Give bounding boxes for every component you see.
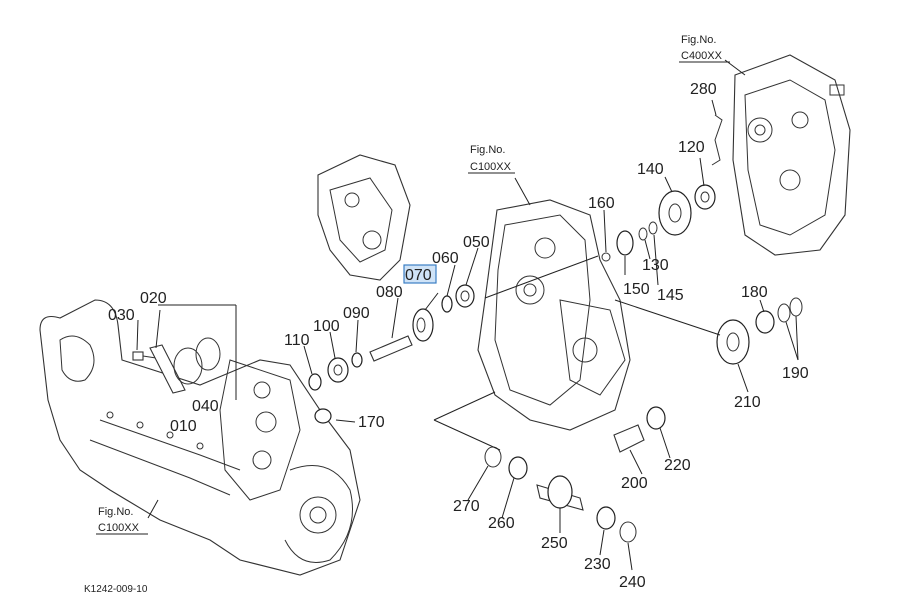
callout-160[interactable]: 160 bbox=[588, 195, 615, 212]
callout-100[interactable]: 100 bbox=[313, 318, 340, 335]
callout-150[interactable]: 150 bbox=[623, 281, 650, 298]
callout-220[interactable]: 220 bbox=[664, 457, 691, 474]
callout-250[interactable]: 250 bbox=[541, 535, 568, 552]
callout-145[interactable]: 145 bbox=[657, 287, 684, 304]
shaft-assembly-parts bbox=[132, 114, 803, 543]
callout-030[interactable]: 030 bbox=[108, 307, 135, 324]
left-housing-drawing bbox=[39, 299, 361, 576]
leader-lines bbox=[136, 59, 799, 571]
callout-130[interactable]: 140 bbox=[637, 161, 664, 178]
callout-040[interactable]: 040 bbox=[192, 398, 219, 415]
callout-080[interactable]: 080 bbox=[376, 284, 403, 301]
selected-callout-highlight bbox=[403, 264, 437, 284]
callout-230[interactable]: 230 bbox=[584, 556, 611, 573]
callout-240[interactable]: 240 bbox=[619, 574, 646, 591]
callout-050[interactable]: 050 bbox=[463, 234, 490, 251]
callout-020[interactable]: 020 bbox=[140, 290, 167, 307]
fig-ref-label: Fig.No. bbox=[98, 506, 133, 518]
right-housing-drawing bbox=[732, 54, 851, 256]
fig-ref-c100xx-center[interactable]: Fig.No. C100XX bbox=[468, 144, 515, 174]
fig-ref-c400xx[interactable]: Fig.No. C400XX bbox=[679, 34, 730, 63]
fig-ref-c100xx-left[interactable]: Fig.No. C100XX bbox=[96, 506, 148, 535]
callout-060[interactable]: 060 bbox=[432, 250, 459, 267]
callout-270[interactable]: 270 bbox=[453, 498, 480, 515]
callout-140[interactable]: 130 bbox=[642, 257, 669, 274]
callout-090[interactable]: 090 bbox=[343, 305, 370, 322]
center-housing-drawing bbox=[477, 199, 631, 431]
callout-labels[interactable]: 020 030 040 010 110 100 090 080 070 060 … bbox=[108, 81, 809, 591]
fig-ref-label: Fig.No. bbox=[681, 34, 716, 46]
callout-170[interactable]: 170 bbox=[358, 414, 385, 431]
callout-120[interactable]: 120 bbox=[678, 139, 705, 156]
callout-110[interactable]: 110 bbox=[284, 332, 310, 349]
fig-ref-number[interactable]: C100XX bbox=[98, 522, 140, 534]
callout-070[interactable]: 070 bbox=[405, 267, 432, 284]
callout-010[interactable]: 010 bbox=[170, 418, 197, 435]
callout-260[interactable]: 260 bbox=[488, 515, 515, 532]
callout-180[interactable]: 180 bbox=[741, 284, 768, 301]
callout-210[interactable]: 210 bbox=[734, 394, 761, 411]
fig-ref-number[interactable]: C100XX bbox=[470, 161, 512, 173]
fig-ref-number[interactable]: C400XX bbox=[681, 50, 723, 62]
callout-200[interactable]: 200 bbox=[621, 475, 648, 492]
drawing-code: K1242-009-10 bbox=[84, 584, 148, 595]
callout-190[interactable]: 190 bbox=[782, 365, 809, 382]
upper-housing-drawing bbox=[317, 154, 411, 281]
fig-ref-label: Fig.No. bbox=[470, 144, 505, 156]
callout-280[interactable]: 280 bbox=[690, 81, 717, 98]
